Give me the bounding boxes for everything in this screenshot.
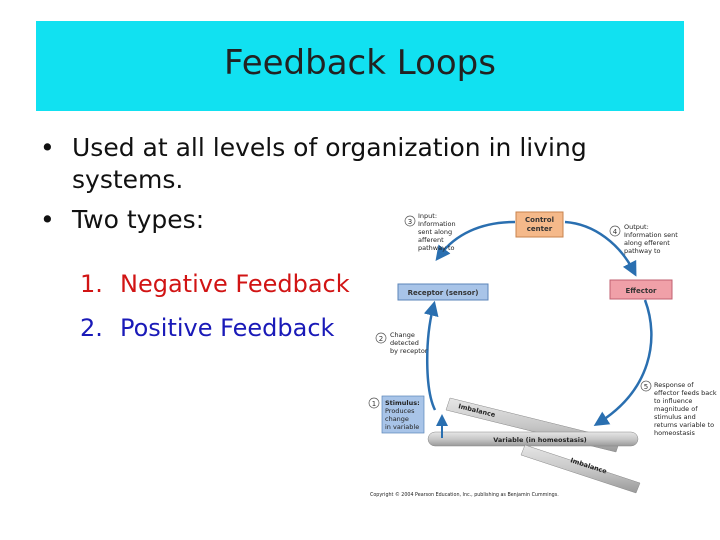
svg-text:5: 5 [644, 383, 648, 391]
arrow-detect [423, 300, 439, 411]
arrow-output [564, 220, 637, 277]
svg-text:magnitude of: magnitude of [654, 405, 698, 413]
receptor-box: Receptor (sensor) [397, 283, 489, 301]
svg-text:Information sent: Information sent [624, 231, 678, 239]
svg-text:Input:: Input: [418, 212, 437, 220]
bullet-list: • Used at all levels of organization in … [40, 132, 640, 236]
svg-text:by receptor: by receptor [390, 347, 428, 355]
svg-text:to influence: to influence [654, 397, 692, 405]
svg-text:Produces: Produces [385, 407, 415, 415]
bullet-marker: • [40, 133, 55, 162]
control-center-label-2: center [527, 225, 553, 233]
step-5-response: 5 Response of effector feeds back to inf… [640, 380, 717, 437]
step-4-output: 4 Output: Information sent along efferen… [609, 223, 678, 255]
arrow-response [593, 299, 653, 427]
svg-text:Response of: Response of [654, 381, 694, 389]
effector-label: Effector [626, 287, 658, 295]
type-label: Negative Feedback [120, 270, 350, 298]
svg-text:along efferent: along efferent [624, 239, 670, 247]
copyright-text: Copyright © 2004 Pearson Education, Inc.… [370, 491, 559, 498]
step-1-stimulus: 1 Stimulus: Produces change in variable [368, 395, 448, 438]
svg-text:homeostasis: homeostasis [654, 429, 696, 437]
svg-text:Output:: Output: [624, 223, 649, 231]
svg-text:3: 3 [408, 218, 412, 226]
bullet-marker: • [40, 205, 55, 234]
svg-text:effector feeds back: effector feeds back [654, 389, 717, 397]
svg-text:1: 1 [372, 400, 376, 408]
svg-text:sent along: sent along [418, 228, 452, 236]
bullet-item: • Used at all levels of organization in … [40, 132, 640, 196]
arrow-input [435, 220, 516, 261]
slide-title: Feedback Loops [224, 43, 496, 83]
variable-label: Variable (in homeostasis) [493, 436, 587, 444]
imbalance-bar-bottom: Imbalance [520, 444, 641, 494]
svg-text:Change: Change [390, 331, 415, 339]
receptor-label: Receptor (sensor) [408, 289, 479, 297]
control-center-box: Control center [515, 211, 564, 238]
title-bar: Feedback Loops [36, 21, 684, 111]
bullet-item: • Two types: [40, 204, 640, 236]
svg-text:Stimulus:: Stimulus: [385, 399, 420, 407]
feedback-loop-diagram: Control center Receptor (sensor) Effecto… [350, 200, 720, 510]
svg-text:stimulus and: stimulus and [654, 413, 696, 421]
loop-arrows [423, 220, 653, 427]
svg-text:afferent: afferent [418, 236, 444, 244]
variable-bar: Variable (in homeostasis) [427, 431, 639, 447]
type-label: Positive Feedback [120, 314, 335, 342]
feedback-types-list: 1. Negative Feedback 2. Positive Feedback [80, 262, 350, 350]
svg-text:detected: detected [390, 339, 419, 347]
svg-text:in variable: in variable [385, 423, 419, 431]
control-center-label-1: Control [525, 216, 554, 224]
svg-text:change: change [385, 415, 409, 423]
type-item-positive: 2. Positive Feedback [80, 306, 350, 350]
feedback-loop-svg: Control center Receptor (sensor) Effecto… [368, 211, 717, 498]
bullet-text: Two types: [72, 205, 205, 234]
step-3-input: 3 Input: Information sent along afferent… [404, 212, 456, 252]
svg-text:returns variable to: returns variable to [654, 421, 714, 429]
svg-text:pathway to: pathway to [418, 244, 455, 252]
svg-text:pathway to: pathway to [624, 247, 661, 255]
step-2-change: 2 Change detected by receptor [375, 331, 428, 355]
effector-box: Effector [609, 279, 673, 300]
type-number: 1. [80, 270, 103, 298]
svg-text:Information: Information [418, 220, 456, 228]
type-number: 2. [80, 314, 103, 342]
svg-text:4: 4 [613, 228, 618, 236]
bullet-text: Used at all levels of organization in li… [72, 133, 587, 194]
svg-text:2: 2 [379, 335, 383, 343]
type-item-negative: 1. Negative Feedback [80, 262, 350, 306]
